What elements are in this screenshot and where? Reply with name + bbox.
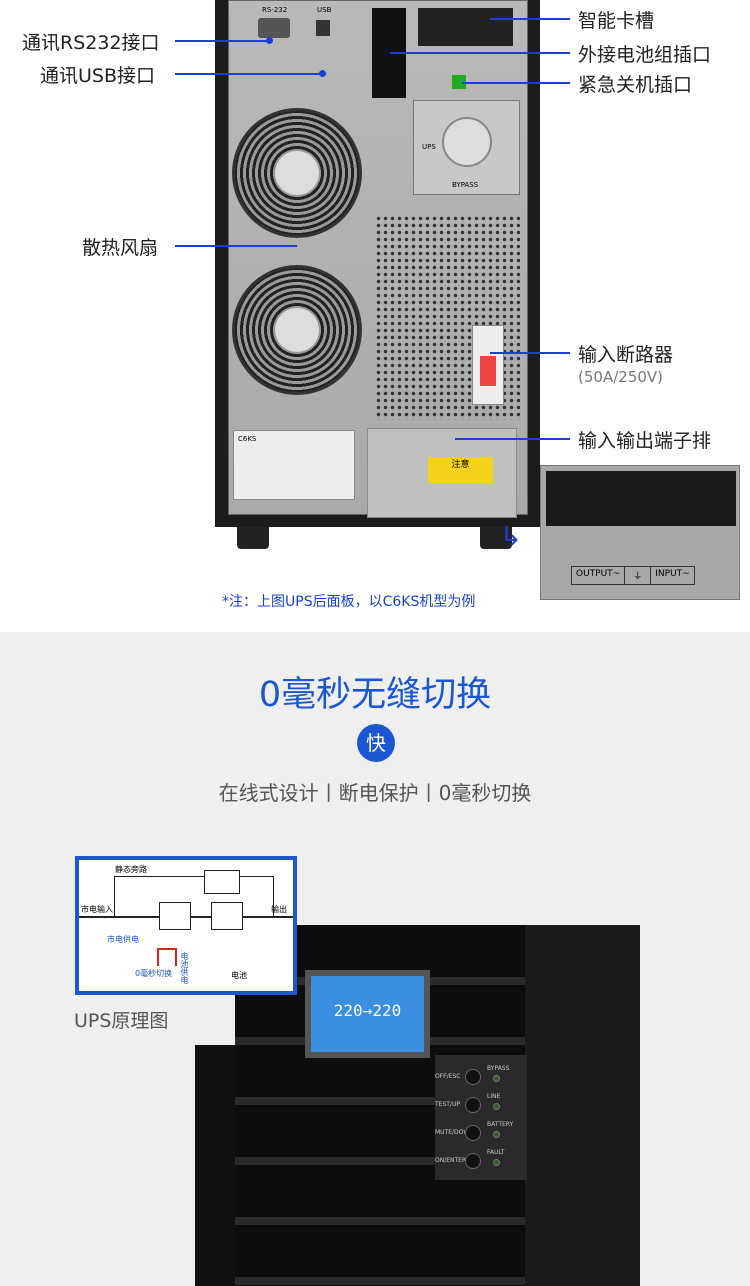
rs232-port [258,18,290,38]
arrow-icon: ↳ [500,522,522,552]
badge-fast: 快 [357,724,395,762]
label-breaker-spec: (50A/250V) [578,368,663,386]
foot [237,527,269,549]
ups-tower-image: 220→220 OFF/ESC BYPASS TEST/UP LINE MUTE… [195,925,640,1286]
usb-text: USB [317,6,332,14]
label-usb: 通讯USB接口 [40,65,156,87]
diagram-bypass: 静态旁路 [115,865,147,874]
button-label-off: OFF/ESC [435,1073,461,1080]
lcd-output-voltage: 220 [372,1001,402,1020]
ups-principle-diagram: 静态旁路 市电输入 输出 市电供电 0毫秒切换 电池供电 电池 [75,856,297,995]
feature-subtitle: 在线式设计丨断电保护丨0毫秒切换 [218,781,532,805]
back-panel-section: RS-232 USB UPS BYPASS C6KS 注意 OUTPUT~ ⏚ … [0,0,750,632]
test-button[interactable] [465,1097,481,1113]
feature-section: 0毫秒无缝切换 快 在线式设计丨断电保护丨0毫秒切换 220→220 OFF/E… [0,632,750,1286]
input-label: INPUT~ [655,569,690,579]
terminal-block-closeup: OUTPUT~ ⏚ INPUT~ [540,465,740,600]
fan-icon [232,108,362,238]
ground-icon: ⏚ [625,567,652,584]
mute-button[interactable] [465,1125,481,1141]
foot [480,527,512,549]
label-battery-port: 外接电池组插口 [578,44,712,66]
warning-sticker: 注意 [428,457,493,483]
bypass-text: BYPASS [452,181,479,189]
diagram-mains-in: 市电输入 [81,905,113,914]
ups-text: UPS [422,143,436,151]
label-rs232: 通讯RS232接口 [22,32,160,54]
label-card-slot: 智能卡槽 [578,10,655,32]
label-terminal: 输入输出端子排 [578,430,712,452]
rating-label: C6KS [233,430,355,500]
label-breaker: 输入断路器 [578,344,674,366]
on-button[interactable] [465,1153,481,1169]
control-panel: OFF/ESC BYPASS TEST/UP LINE MUTE/DOWN BA… [435,1055,527,1180]
led-label-line: LINE [487,1093,501,1100]
rs232-text: RS-232 [262,6,288,14]
terminal-cover: 注意 [367,428,517,518]
bypass-led [493,1075,500,1082]
diagram-battery-supply: 电池供电 [180,952,189,984]
model-text: C6KS [238,435,257,443]
off-button[interactable] [465,1069,481,1085]
switch-arrow-icon [157,948,177,966]
lcd-panel: 220→220 [305,970,430,1058]
panel-note: *注：上图UPS后面板，以C6KS机型为例 [222,594,476,610]
led-label-bypass: BYPASS [487,1065,510,1072]
usb-port [316,20,330,36]
diagram-switch: 0毫秒切换 [135,969,173,978]
feature-title: 0毫秒无缝切换 [258,675,492,715]
battery-led [493,1131,500,1138]
led-label-battery: BATTERY [487,1121,514,1128]
epo-port [452,75,466,89]
card-slot [418,8,513,46]
diagram-output: 输出 [271,905,287,914]
label-epo-port: 紧急关机插口 [578,74,693,96]
diagram-caption: UPS原理图 [74,1010,169,1032]
led-label-fault: FAULT [487,1149,505,1156]
button-label-on: ON/ENTER [435,1157,467,1164]
breaker [472,325,504,405]
label-fan: 散热风扇 [82,237,159,259]
line-led [493,1103,500,1110]
button-label-test: TEST/UP [435,1101,460,1108]
fan-icon [232,265,362,395]
fault-led [493,1159,500,1166]
button-label-mute: MUTE/DOWN [435,1129,474,1136]
diagram-battery: 电池 [231,971,247,980]
bypass-switch: UPS BYPASS [413,100,520,195]
lcd-input-voltage: 220 [333,1001,363,1020]
diagram-mains-supply: 市电供电 [107,935,139,944]
output-label: OUTPUT~ [572,567,626,584]
